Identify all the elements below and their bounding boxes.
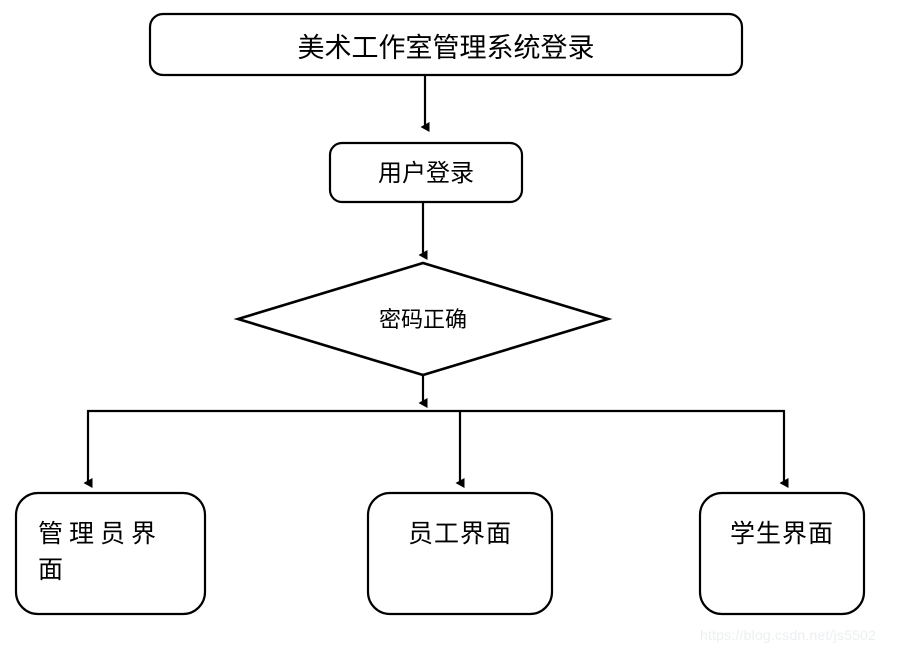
node-student-shape[interactable] [698,491,866,616]
watermark-text: https://blog.csdn.net/js5502 [700,627,877,643]
node-decision-shape[interactable] [233,261,613,377]
connector-group [83,75,789,488]
node-title-shape[interactable] [148,12,744,77]
node-staff-shape[interactable] [366,491,554,616]
node-step-shape[interactable] [328,141,524,204]
node-admin-shape[interactable] [14,491,207,616]
